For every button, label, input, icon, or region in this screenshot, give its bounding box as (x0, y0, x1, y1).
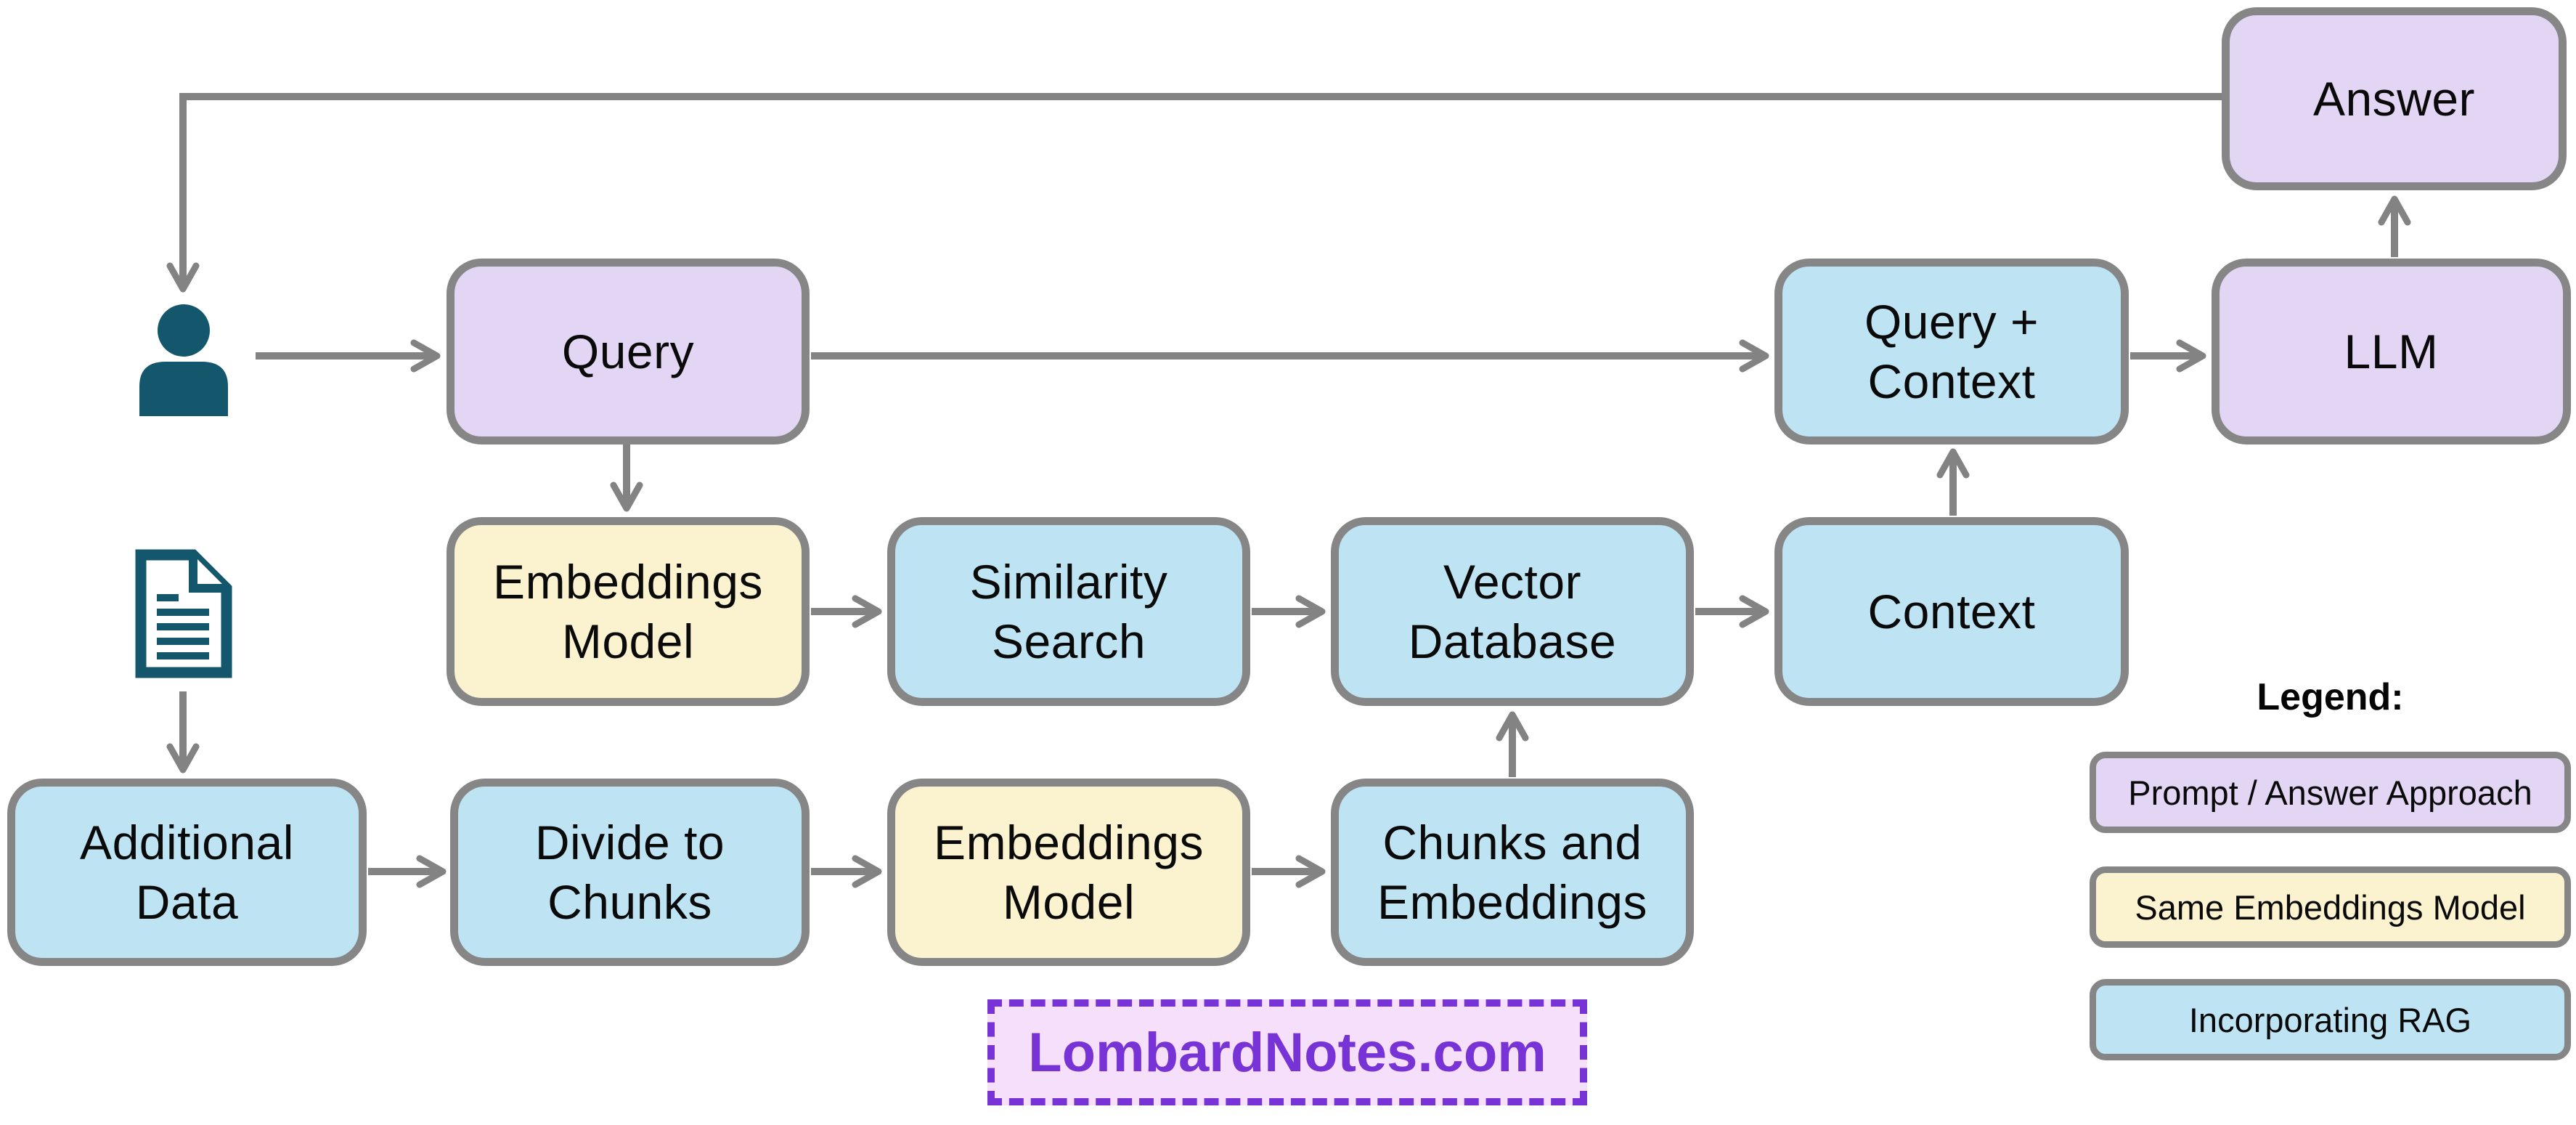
node-label: Model (561, 614, 695, 668)
watermark-lombardnotes: LombardNotes.com (987, 999, 1587, 1105)
node-label: LLM (2344, 325, 2439, 378)
node-embeddings-model-query: Embeddings Model (447, 517, 810, 706)
node-label: Context (1867, 585, 2036, 638)
node-label: Embeddings (493, 555, 763, 609)
node-label: Chunks and (1382, 816, 1642, 869)
node-additional-data: Additional Data (7, 779, 367, 966)
node-chunks-and-embeddings: Chunks and Embeddings (1331, 779, 1694, 966)
node-label: Search (991, 614, 1146, 668)
node-label: Query (561, 325, 695, 378)
user-icon (132, 304, 235, 416)
node-label: Vector (1443, 555, 1582, 609)
node-label: Model (1002, 875, 1136, 929)
node-context: Context (1774, 517, 2129, 706)
node-embeddings-model-data: Embeddings Model (887, 779, 1250, 966)
node-label: Embeddings (1377, 875, 1647, 929)
legend-item-same-embeddings: Same Embeddings Model (2090, 866, 2571, 948)
legend-title: Legend: (2257, 676, 2404, 718)
node-label: Similarity (969, 555, 1168, 609)
node-label: Data (135, 875, 239, 929)
legend-item-prompt-answer: Prompt / Answer Approach (2090, 752, 2571, 833)
legend-item-label: Same Embeddings Model (2135, 888, 2526, 927)
document-icon (135, 549, 232, 678)
node-divide-to-chunks: Divide to Chunks (450, 779, 810, 966)
node-llm: LLM (2212, 259, 2571, 444)
node-query-context: Query + Context (1774, 259, 2129, 444)
node-label: Embeddings (934, 816, 1204, 869)
node-label: Additional (80, 816, 294, 869)
legend-item-incorporating-rag: Incorporating RAG (2090, 979, 2571, 1060)
node-label: Query + (1864, 295, 2039, 349)
watermark-text: LombardNotes.com (1028, 1021, 1546, 1084)
node-answer: Answer (2222, 7, 2567, 190)
node-label: Divide to (534, 816, 725, 869)
node-label: Chunks (547, 875, 712, 929)
node-vector-database: Vector Database (1331, 517, 1694, 706)
legend-item-label: Prompt / Answer Approach (2128, 773, 2532, 812)
node-similarity-search: Similarity Search (887, 517, 1250, 706)
node-query: Query (447, 259, 810, 444)
node-label: Context (1867, 354, 2036, 408)
node-label: Answer (2312, 72, 2476, 126)
node-label: Database (1408, 614, 1617, 668)
legend-item-label: Incorporating RAG (2188, 1000, 2472, 1039)
